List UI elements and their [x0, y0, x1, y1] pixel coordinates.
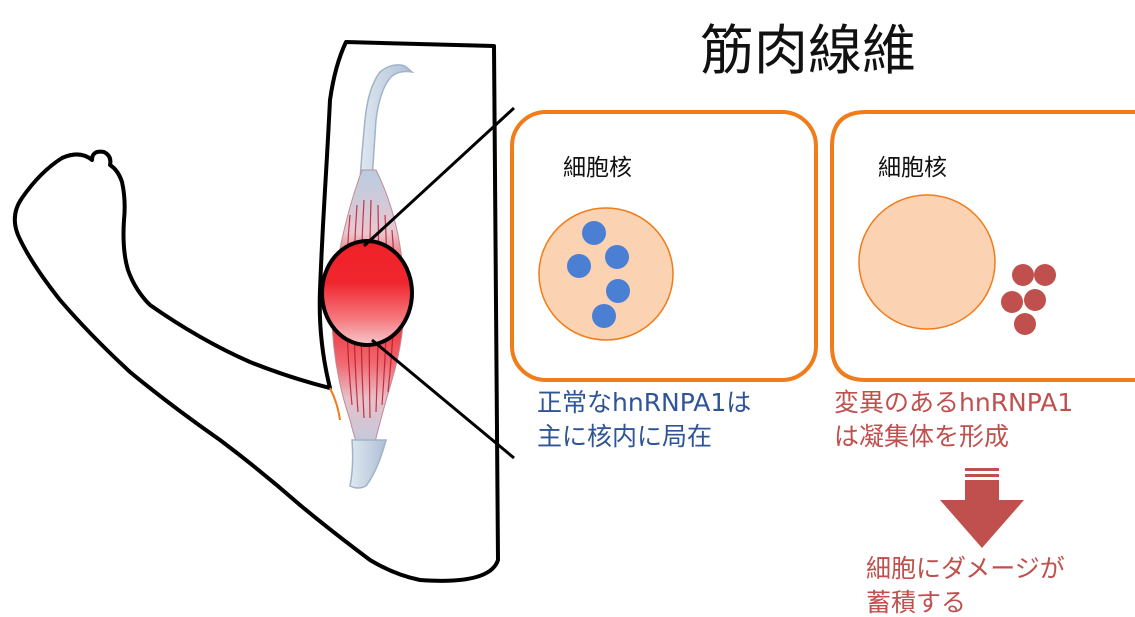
zoom-line-bottom — [371, 338, 515, 460]
arm-outline — [12, 40, 500, 583]
result-line-2: 蓄積する — [866, 588, 967, 617]
result-line-1: 細胞にダメージが — [866, 554, 1065, 583]
nucleus-mutant — [858, 194, 996, 330]
protein-dot — [605, 245, 629, 269]
caption-normal-line-2: 主に核内に局在 — [537, 422, 713, 451]
aggregate-dot — [1001, 291, 1023, 313]
result-text: 細胞にダメージが 蓄積する — [866, 552, 1065, 617]
caption-mutant-line-1: 変異のあるhnRNPA1 — [834, 388, 1074, 417]
protein-dot — [606, 279, 630, 303]
caption-normal-line-1: 正常なhnRNPA1は — [537, 388, 752, 417]
caption-mutant-line-2: は凝集体を形成 — [834, 422, 1010, 451]
aggregate-cluster — [1001, 264, 1056, 335]
aggregate-dot — [1024, 289, 1046, 311]
protein-dot — [582, 221, 606, 245]
protein-dot — [592, 304, 616, 328]
aggregate-dot — [1012, 264, 1034, 286]
page-title: 筋肉線維 — [700, 19, 916, 82]
nucleus-normal — [538, 207, 674, 341]
normal-protein-dots — [567, 221, 630, 328]
orange-detail-line — [329, 387, 341, 421]
protein-dot — [567, 254, 591, 278]
caption-mutant: 変異のあるhnRNPA1 は凝集体を形成 — [834, 386, 1073, 454]
aggregate-dot — [1014, 313, 1036, 335]
aggregate-dot — [1034, 264, 1056, 286]
magnified-region-circle — [320, 239, 414, 347]
panel-normal-label: 細胞核 — [563, 155, 632, 181]
panel-mutant-label: 細胞核 — [878, 155, 947, 181]
tendon-lower — [349, 439, 387, 489]
caption-normal: 正常なhnRNPA1は 主に核内に局在 — [537, 386, 751, 454]
zoom-line-top — [362, 106, 516, 248]
down-arrow-icon — [940, 468, 1024, 548]
